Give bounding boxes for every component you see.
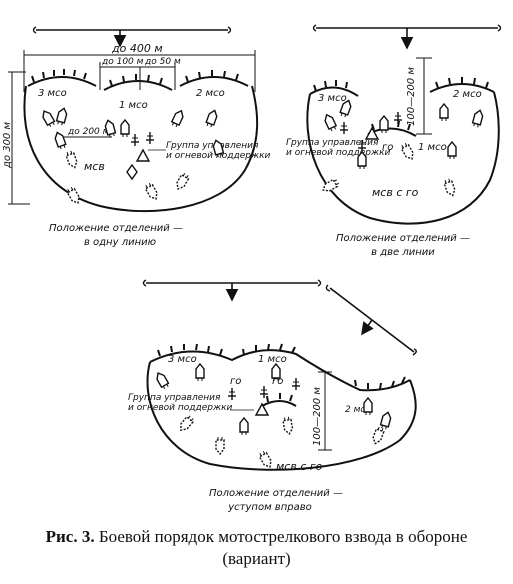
control-group-label-2a: Группа управления — [286, 138, 379, 148]
diagram-one-line: до 400 м до 100 м до 50 м до 300 м до 20… — [2, 26, 271, 248]
go-label-2: го — [382, 142, 393, 153]
figure-title-line1: Боевой порядок мотострелкового взвода в … — [98, 527, 468, 546]
squad-1-label: 1 мсо — [119, 100, 148, 111]
caption-2-line1: Положение отделений — — [336, 233, 470, 244]
squad-3-label: 3 мсо — [38, 88, 67, 99]
control-group-label-3a: Группа управления — [128, 393, 221, 403]
enemy-direction-arrow-2 — [312, 24, 502, 50]
squad-3-label-2: 3 мсо — [318, 93, 347, 104]
platoon-area-outline-3 — [146, 361, 417, 471]
diagram-two-lines: 100—200 м 3 мсо 2 мсо 1 мсо го мсв с го … — [286, 24, 502, 258]
caption-3-line2: уступом вправо — [227, 502, 311, 513]
caption-2-line2: в две линии — [371, 247, 435, 258]
control-group-label-1: Группа управления — [166, 141, 259, 151]
dim-gap-2: до 50 м — [144, 57, 181, 67]
platoon-label-2: мсв с го — [372, 186, 419, 199]
diagram-echelon-right: 100—200 м 3 мсо 1 мсо 2 мсо го го мсв с … — [128, 279, 417, 513]
figure-caption-line1: Рис. 3. Боевой порядок мотострелкового в… — [0, 527, 513, 547]
dim-gap-1: до 100 м — [101, 57, 144, 67]
enemy-direction-arrow-3 — [142, 279, 417, 356]
control-group-label-2b: и огневой поддержки — [286, 148, 391, 158]
squad-2-label-3: 2 мсо — [345, 405, 371, 415]
caption-1-line1: Положение отделений — — [49, 223, 183, 234]
caption-1-line2: в одну линию — [84, 237, 156, 248]
go-2-label-3: го — [272, 376, 283, 387]
dim-depth-2: 100—200 м — [406, 67, 417, 126]
figure-label: Рис. 3. — [45, 527, 95, 546]
dim-depth: до 300 м — [2, 122, 13, 169]
squad-2-label-2: 2 мсо — [453, 89, 482, 100]
platoon-area-outline-1 — [23, 85, 259, 213]
dim-depth-3: 100—200 м — [312, 387, 323, 446]
squad-1-label-2: 1 мсо — [418, 142, 447, 153]
platoon-label-3: мсв с го — [276, 460, 323, 473]
dimension-lines-1 — [8, 50, 256, 205]
caption-3-line1: Положение отделений — — [209, 488, 343, 499]
squad-3-label-3: 3 мсо — [168, 354, 197, 365]
platoon-label: мсв — [84, 160, 105, 173]
squad-1-label-3: 1 мсо — [258, 354, 287, 365]
dim-total-width: до 400 м — [111, 42, 163, 55]
trench-lines-1 — [27, 76, 249, 91]
go-1-label-3: го — [230, 376, 241, 387]
platoon-area-outline-2 — [306, 91, 500, 225]
squad-2-label: 2 мсо — [196, 88, 225, 99]
control-group-label-3b: и огневой поддержки — [128, 403, 233, 413]
enemy-direction-arrow-1 — [32, 26, 232, 48]
figure-title-line2: (вариант) — [222, 549, 291, 568]
dim-inner: до 200 м — [67, 127, 110, 137]
